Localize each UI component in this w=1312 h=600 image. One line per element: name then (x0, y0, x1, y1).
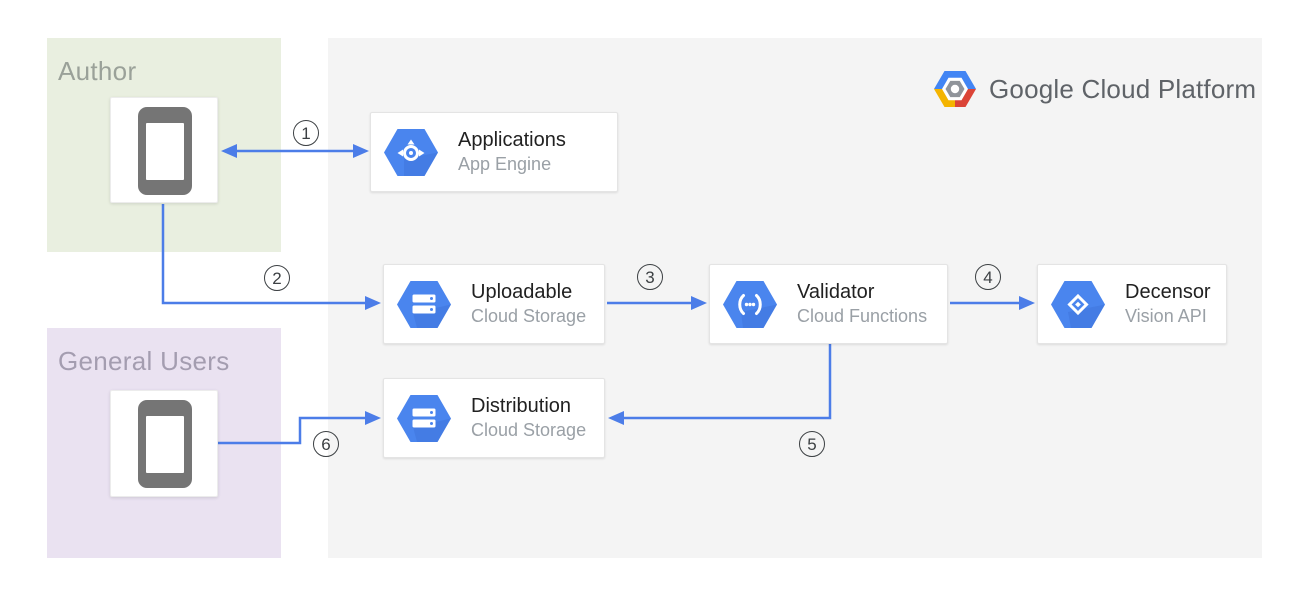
step-label-2: 2 (264, 265, 290, 291)
app-engine-icon (384, 128, 438, 176)
service-title: Applications (458, 129, 566, 152)
step-label-3: 3 (637, 264, 663, 290)
smartphone-screen (146, 416, 184, 473)
step-label-5: 5 (799, 431, 825, 457)
service-subtitle: App Engine (458, 154, 552, 175)
step-label-1: 1 (293, 120, 319, 146)
service-card-applications: Applications App Engine (370, 112, 618, 192)
zone-author-label: Author (58, 56, 137, 86)
service-subtitle: Cloud Functions (797, 306, 928, 327)
service-card-distribution: Distribution Cloud Storage (383, 378, 605, 458)
service-card-validator: Validator Cloud Functions (709, 264, 948, 344)
service-title: Validator (797, 281, 875, 304)
vision-api-icon (1051, 280, 1105, 328)
gcp-logo-text: Google Cloud Platform (989, 73, 1257, 104)
service-card-uploadable: Uploadable Cloud Storage (383, 264, 605, 344)
author-device-card (110, 97, 218, 203)
service-subtitle: Cloud Storage (471, 306, 587, 327)
smartphone-screen (146, 123, 184, 180)
service-title: Distribution (471, 395, 572, 418)
google-cloud-hexagon-icon (934, 71, 976, 107)
service-title: Uploadable (471, 281, 573, 304)
smartphone-icon (138, 107, 192, 195)
cloud-storage-icon (397, 394, 451, 442)
cloud-storage-icon (397, 280, 451, 328)
smartphone-icon (138, 400, 192, 488)
cloud-functions-icon (723, 280, 777, 328)
service-subtitle: Vision API (1125, 306, 1207, 327)
step-label-4: 4 (975, 264, 1001, 290)
zone-general-users-label: General Users (58, 346, 230, 376)
step-label-6: 6 (313, 431, 339, 457)
service-card-decensor: Decensor Vision API (1037, 264, 1227, 344)
general-users-device-card (110, 390, 218, 497)
service-subtitle: Cloud Storage (471, 420, 587, 441)
gcp-logo: Google Cloud Platform (934, 71, 1256, 107)
service-title: Decensor (1125, 281, 1211, 304)
